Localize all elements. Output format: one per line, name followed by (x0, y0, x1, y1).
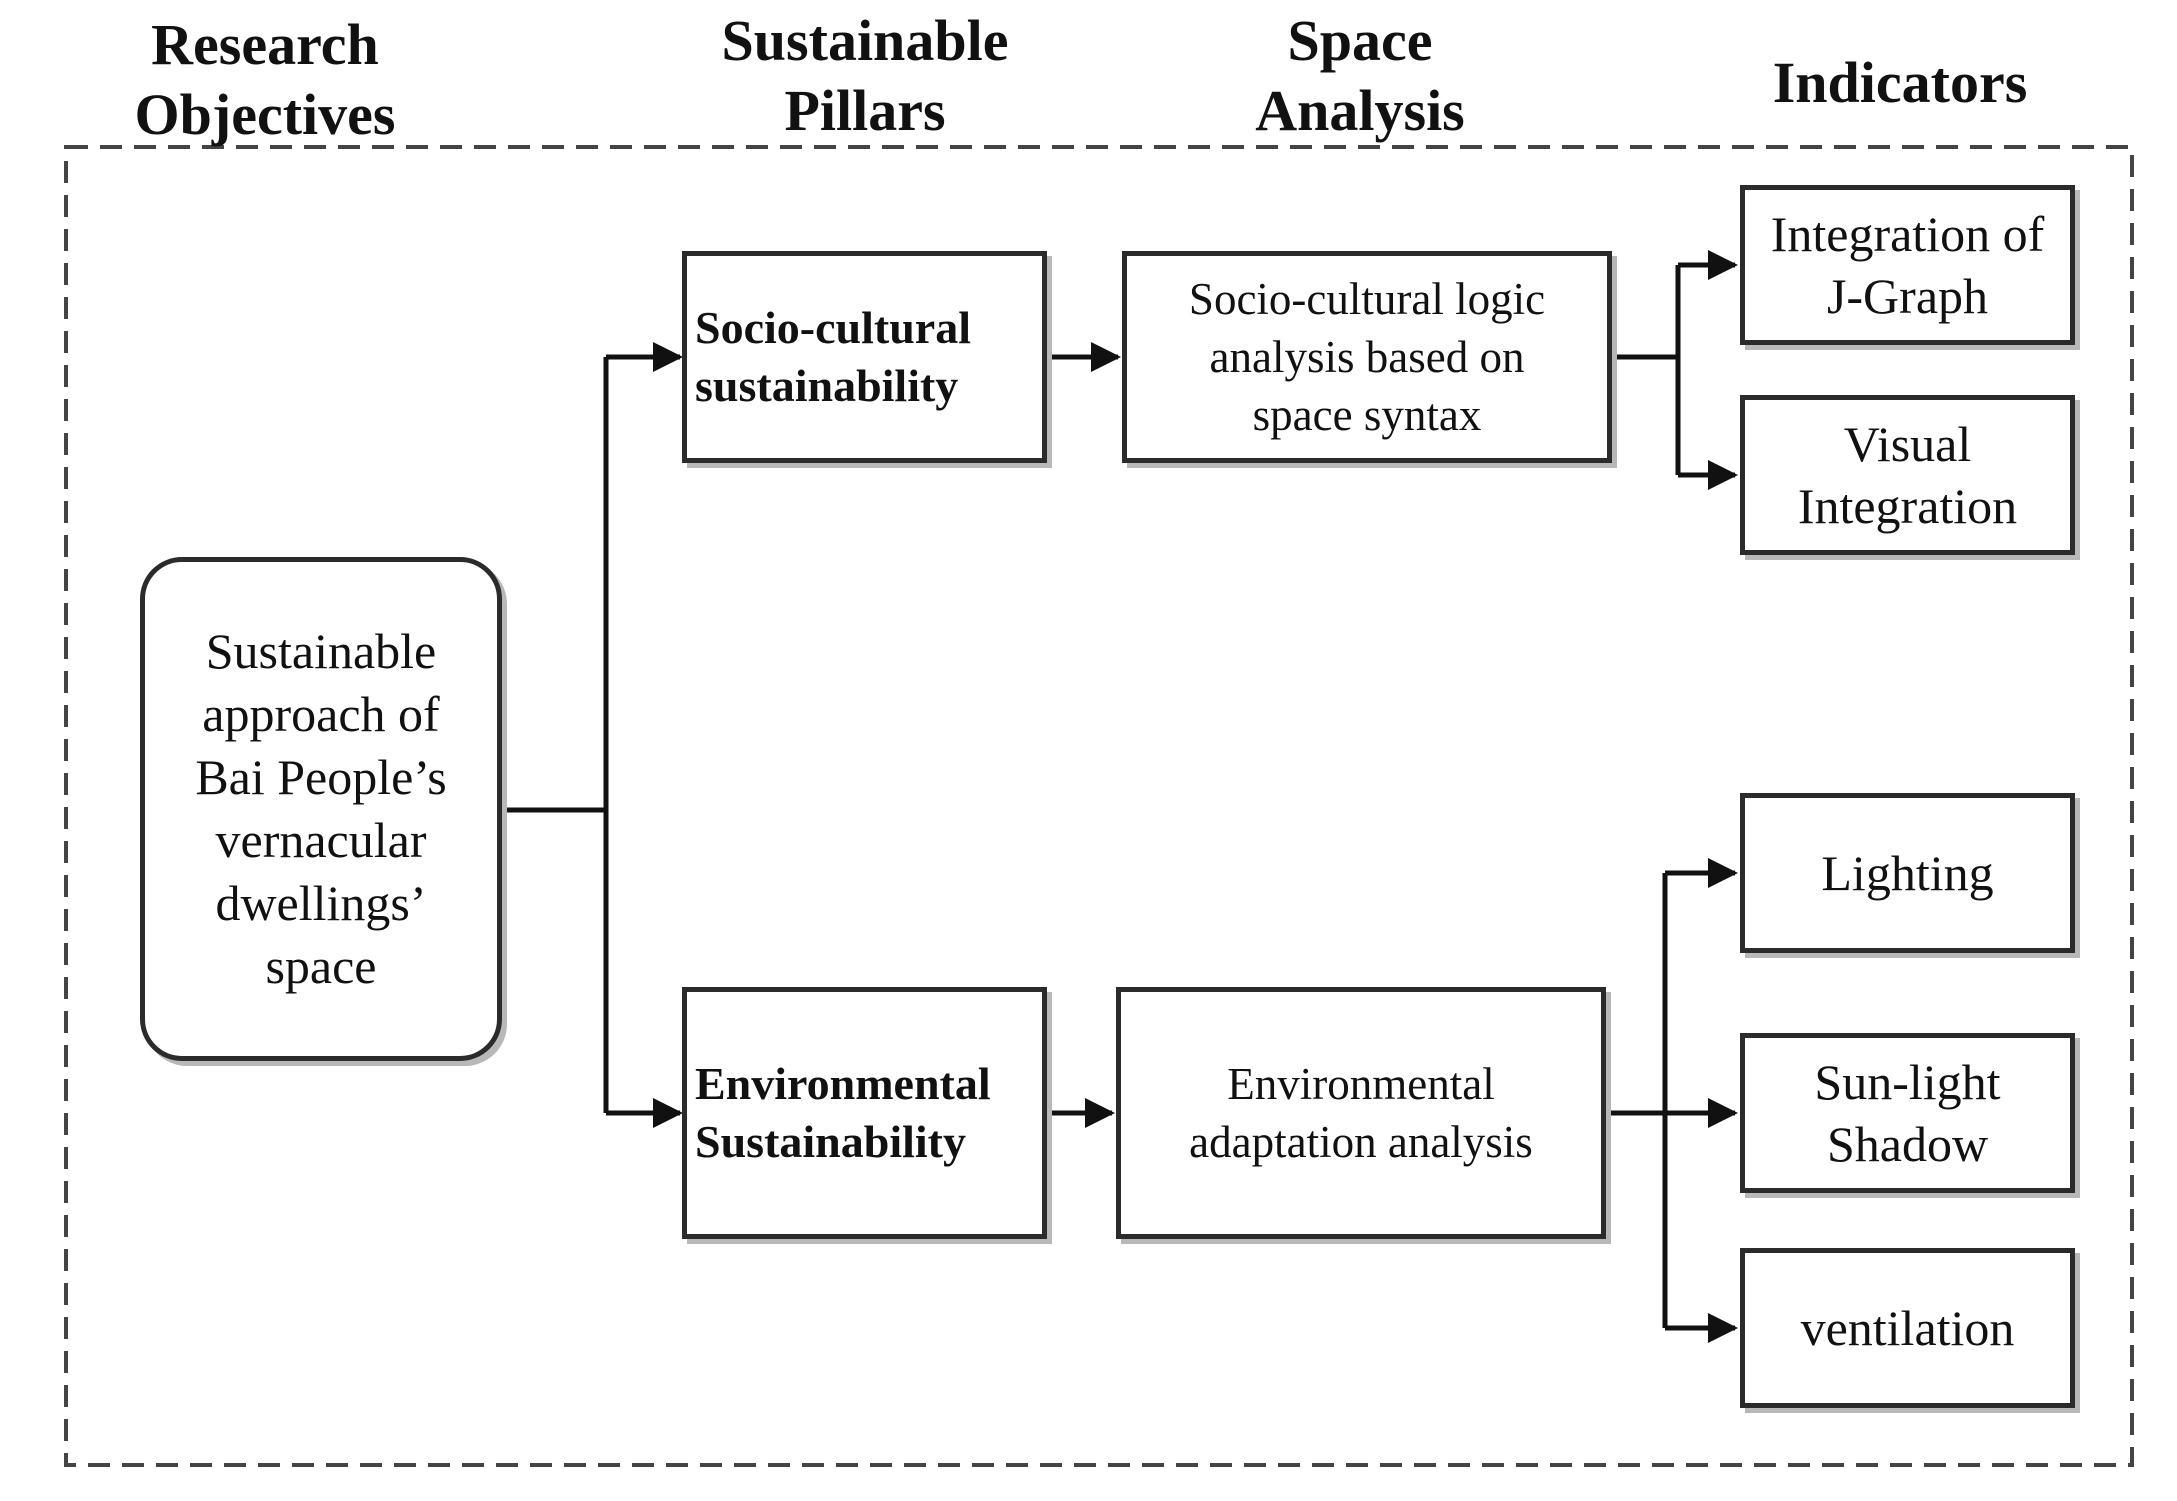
indicator-ventilation-text: ventilation (1800, 1300, 2015, 1356)
analysis-socio-cultural-text: Socio-cultural logic analysis based on s… (1188, 274, 1546, 440)
connector-env-branch (1606, 873, 1668, 1328)
indicator-jgraph: Integration of J-Graph (1740, 185, 2075, 345)
analysis-environmental: Environmental adaptation analysis (1116, 987, 1606, 1239)
pillar-socio-cultural: Socio-cultural sustainability (682, 251, 1047, 463)
indicator-sunlight-shadow-text: Sun-light Shadow (1814, 1054, 2001, 1172)
analysis-environmental-text: Environmental adaptation analysis (1189, 1059, 1533, 1167)
connector-objective-trunk (502, 357, 609, 1113)
indicator-lighting: Lighting (1740, 793, 2075, 953)
header-indicators: Indicators (1772, 50, 2028, 115)
indicator-jgraph-text: Integration of J-Graph (1770, 206, 2045, 324)
indicator-sunlight-shadow: Sun-light Shadow (1740, 1033, 2075, 1193)
indicator-ventilation: ventilation (1740, 1248, 2075, 1408)
indicator-lighting-text: Lighting (1821, 845, 1994, 901)
pillar-environmental-label: Environmental Sustainability (695, 1058, 991, 1167)
pillar-socio-cultural-label: Socio-cultural sustainability (695, 302, 971, 411)
dashed-boundary (64, 145, 2134, 1467)
analysis-socio-cultural: Socio-cultural logic analysis based on s… (1122, 251, 1612, 463)
indicator-visual-integration-text: Visual Integration (1797, 416, 2018, 534)
objective-text: Sustainable approach of Bai People’s ver… (195, 623, 447, 994)
indicator-visual-integration: Visual Integration (1740, 395, 2075, 555)
objective-box: Sustainable approach of Bai People’s ver… (140, 557, 502, 1061)
connector-socio-branch (1612, 265, 1681, 475)
pillar-environmental: Environmental Sustainability (682, 987, 1047, 1239)
